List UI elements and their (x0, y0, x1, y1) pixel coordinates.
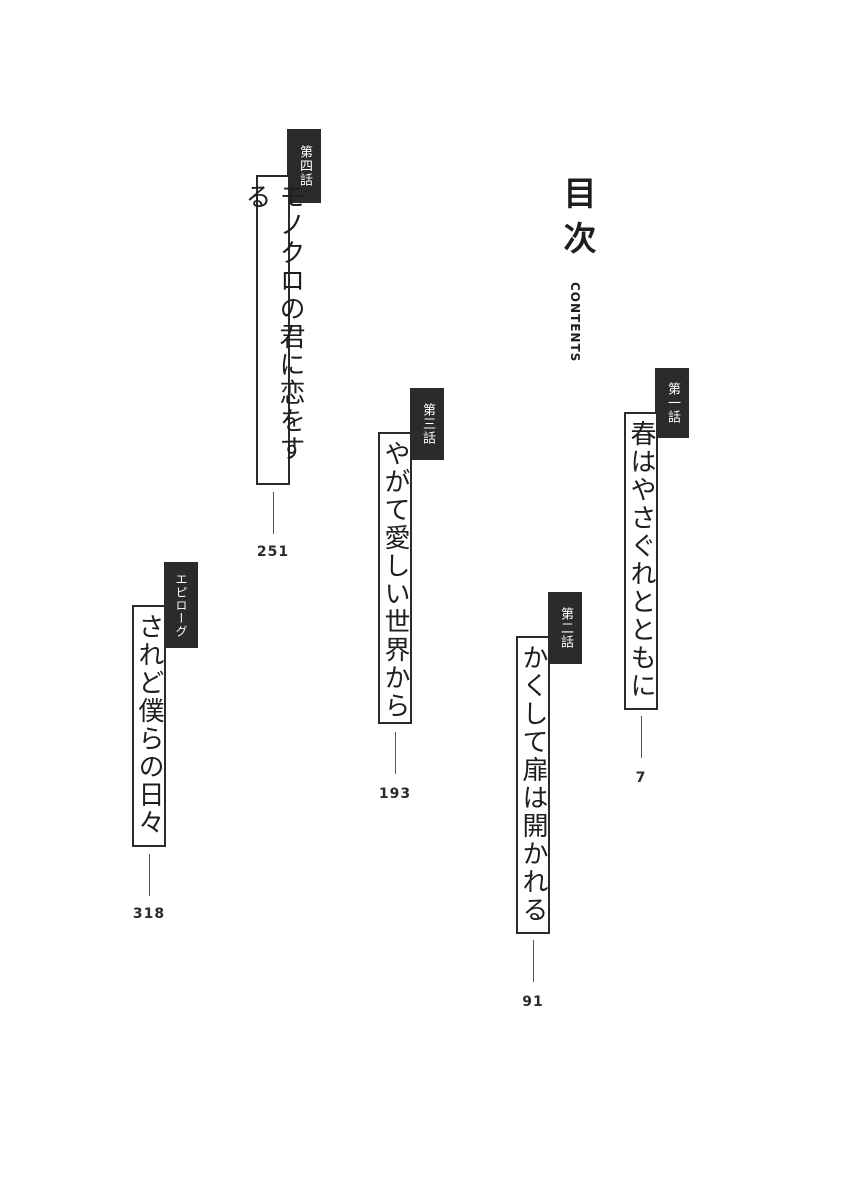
chapter-3-label: 第三話 (410, 388, 444, 460)
epilogue-title: されど僕らの日々 (132, 605, 166, 847)
epilogue-page: 318 (132, 906, 166, 922)
chapter-1-label: 第一話 (655, 368, 689, 438)
chapter-1-leader (641, 716, 642, 758)
toc-heading-sub: CONTENTS (568, 282, 582, 363)
chapter-4-label: 第四話 (287, 129, 321, 203)
toc-heading: 目次 (558, 176, 597, 266)
chapter-4-title: モノクロの君に恋をする (241, 175, 305, 485)
chapter-3-title: やがて愛しい世界から (378, 432, 412, 724)
chapter-4-leader (273, 492, 274, 534)
chapter-2-leader (533, 940, 534, 982)
epilogue-label: エピローグ (164, 562, 198, 648)
chapter-2-title: かくして扉は開かれる (516, 636, 550, 934)
epilogue-leader (149, 854, 150, 896)
chapter-1-page: 7 (635, 770, 647, 786)
chapter-2-label: 第二話 (548, 592, 582, 664)
chapter-1-title: 春はやさぐれとともに (624, 412, 658, 710)
chapter-3-leader (395, 732, 396, 774)
chapter-2-page: 91 (522, 994, 544, 1010)
chapter-4-page: 251 (256, 544, 290, 560)
chapter-3-page: 193 (378, 786, 412, 802)
